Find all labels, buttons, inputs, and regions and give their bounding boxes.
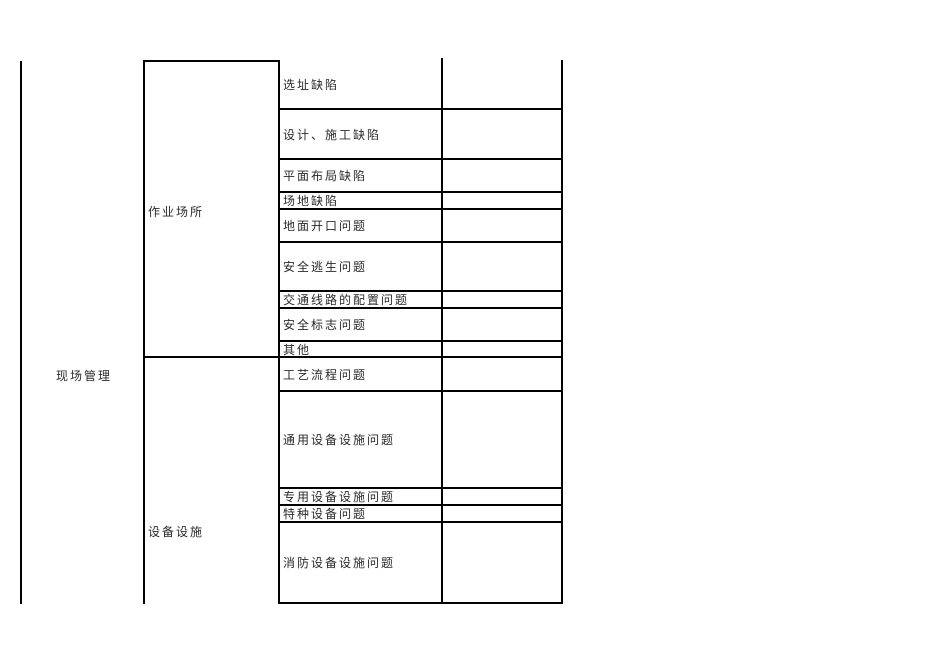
table-row: 地面开口问题 — [278, 208, 563, 242]
column-divider — [441, 487, 443, 505]
table-row: 选址缺陷 — [278, 58, 563, 110]
table-row: 交通线路的配置问题 — [278, 290, 563, 308]
column-divider — [441, 108, 443, 159]
column-divider — [441, 521, 443, 603]
column-divider — [441, 356, 443, 391]
table-row: 场地缺陷 — [278, 191, 563, 209]
value-cell[interactable] — [443, 489, 561, 505]
value-cell[interactable] — [443, 506, 561, 522]
value-cell[interactable] — [443, 243, 561, 291]
column-divider — [441, 307, 443, 341]
item-label: 安全标志问题 — [283, 318, 368, 332]
group-label: 作业场所 — [148, 205, 205, 219]
item-label: 选址缺陷 — [283, 78, 340, 92]
item-label: 消防设备设施问题 — [283, 556, 396, 570]
item-label: 场地缺陷 — [283, 194, 340, 208]
table-bottom-border — [278, 602, 563, 604]
group-cell-equipment: 设备设施 — [143, 356, 278, 604]
item-label: 平面布局缺陷 — [283, 169, 368, 183]
value-cell[interactable] — [443, 193, 561, 209]
column-divider — [441, 241, 443, 291]
column-divider — [441, 58, 443, 110]
item-label: 设计、施工缺陷 — [283, 127, 382, 142]
value-cell[interactable] — [443, 523, 561, 603]
category-cell-site-management: 现场管理 — [56, 369, 113, 383]
item-label: 交通线路的配置问题 — [283, 293, 410, 307]
item-label: 工艺流程问题 — [283, 367, 368, 382]
column-divider — [441, 191, 443, 209]
table-row: 专用设备设施问题 — [278, 487, 563, 505]
item-label: 特种设备问题 — [283, 507, 368, 521]
table-row: 安全逃生问题 — [278, 241, 563, 291]
value-cell[interactable] — [443, 160, 561, 192]
column-divider — [441, 208, 443, 242]
value-cell[interactable] — [443, 392, 561, 488]
table-row: 工艺流程问题 — [278, 356, 563, 391]
column-divider — [441, 290, 443, 308]
table-row: 消防设备设施问题 — [278, 521, 563, 603]
item-label: 安全逃生问题 — [283, 260, 368, 274]
value-cell[interactable] — [443, 292, 561, 308]
column-divider — [441, 504, 443, 522]
table-row: 设计、施工缺陷 — [278, 108, 563, 159]
value-cell[interactable] — [443, 342, 561, 357]
table-row: 安全标志问题 — [278, 307, 563, 341]
table-row: 平面布局缺陷 — [278, 158, 563, 192]
value-cell[interactable] — [443, 110, 561, 159]
value-cell[interactable] — [443, 60, 561, 110]
table-row: 通用设备设施问题 — [278, 390, 563, 488]
value-cell[interactable] — [443, 309, 561, 341]
value-cell[interactable] — [443, 358, 561, 391]
column-divider — [441, 158, 443, 192]
table-row: 其他 — [278, 340, 563, 357]
column-divider — [441, 390, 443, 488]
item-label: 通用设备设施问题 — [283, 433, 396, 447]
column-divider — [441, 340, 443, 357]
item-label: 其他 — [283, 342, 312, 357]
table-left-border — [20, 61, 22, 604]
group-cell-workplace: 作业场所 — [143, 60, 278, 357]
item-label: 专用设备设施问题 — [283, 490, 396, 504]
item-label: 地面开口问题 — [283, 219, 368, 233]
table-row: 特种设备问题 — [278, 504, 563, 522]
group-label: 设备设施 — [148, 525, 205, 539]
value-cell[interactable] — [443, 210, 561, 242]
